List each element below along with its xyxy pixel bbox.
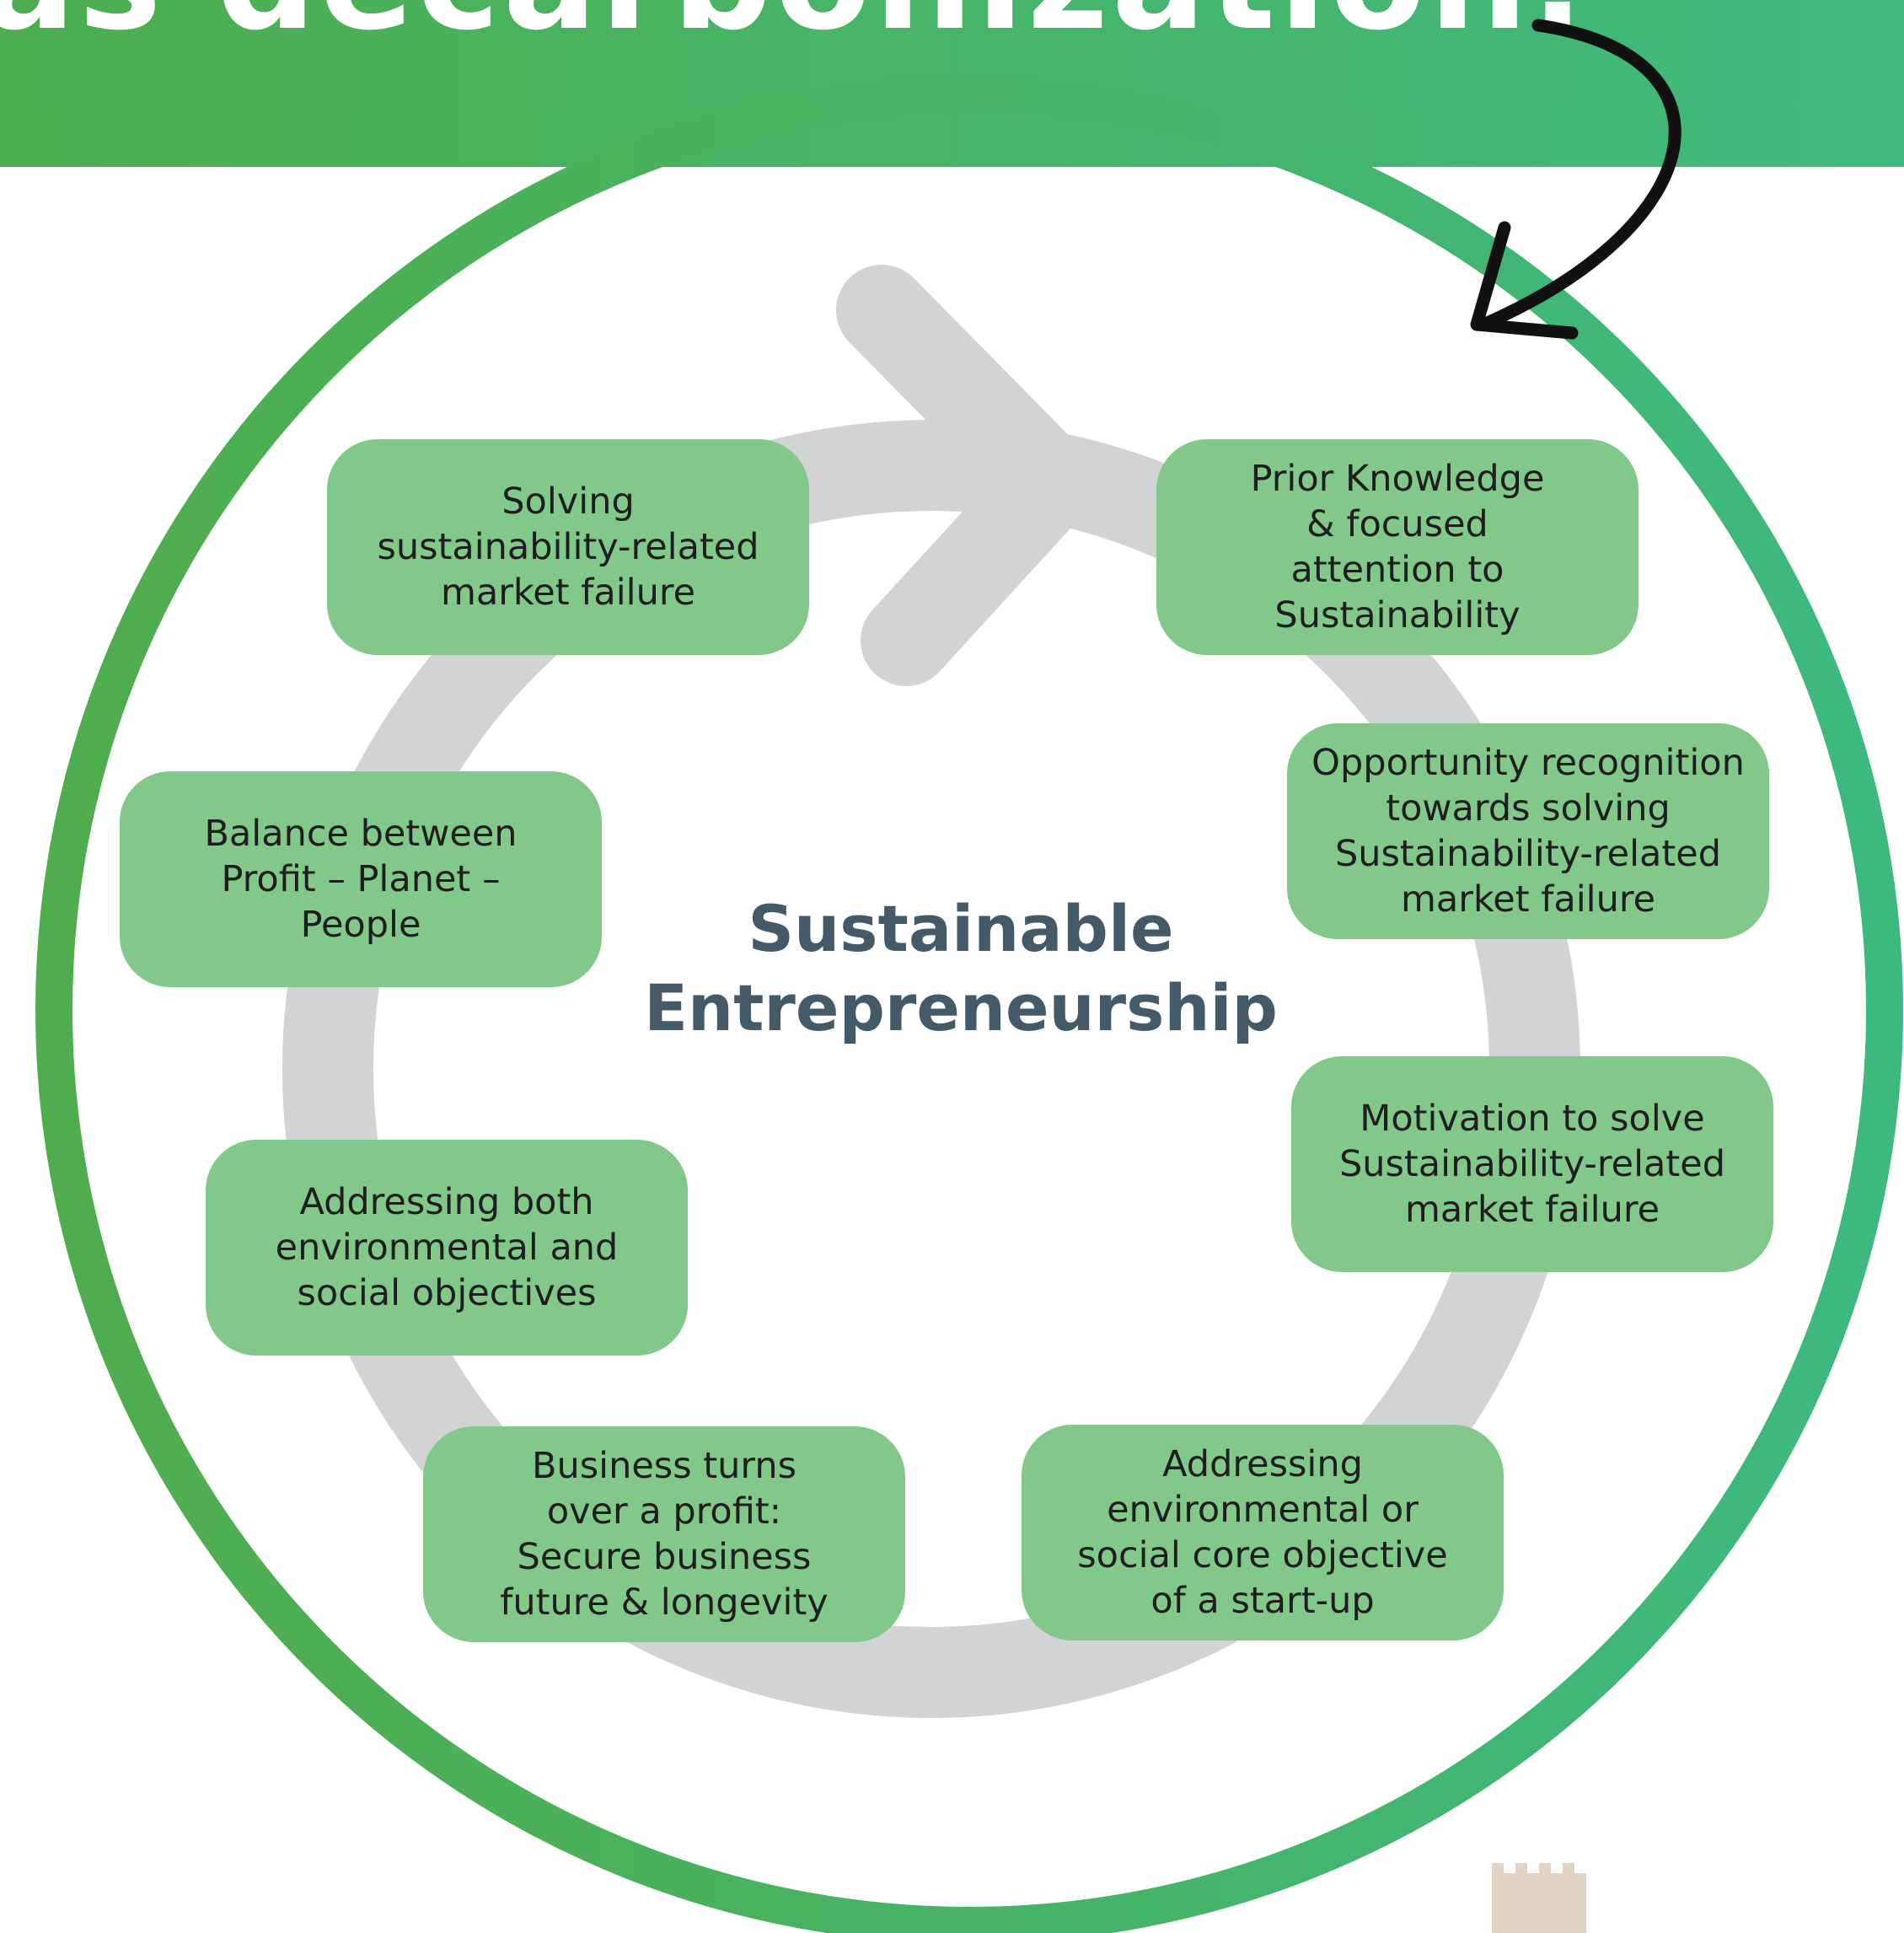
outer-ring xyxy=(35,76,1903,1933)
step-solving-market-failure: Solving sustainability-related market fa… xyxy=(327,439,809,655)
tape-edge xyxy=(1492,1863,1586,1875)
center-title: Sustainable Entrepreneurship xyxy=(644,891,1278,1045)
step-motivation: Motivation to solve Sustainability-relat… xyxy=(1291,1056,1773,1272)
step-label: Motivation to solve Sustainability-relat… xyxy=(1338,1098,1725,1231)
banner-text: as decarbonization. xyxy=(0,0,1587,61)
step-label: Business turns over a profit: Secure bus… xyxy=(500,1445,829,1624)
curved-arrow-icon xyxy=(1470,19,1681,340)
step-label: Balance between Profit – Planet – People xyxy=(204,813,518,946)
step-label: Opportunity recognition towards solving … xyxy=(1311,742,1745,921)
step-prior-knowledge: Prior Knowledge & focused attention to S… xyxy=(1156,439,1639,655)
step-both-objectives: Addressing both environmental and social… xyxy=(206,1140,688,1356)
step-label: Addressing environmental or social core … xyxy=(1077,1443,1448,1622)
step-label: Addressing both environmental and social… xyxy=(275,1181,619,1314)
header-banner: as decarbonization. xyxy=(0,0,1904,167)
step-balance: Balance between Profit – Planet – People xyxy=(120,771,602,987)
paper-tape xyxy=(1492,1873,1586,1933)
step-profit: Business turns over a profit: Secure bus… xyxy=(423,1426,905,1642)
step-core-objective: Addressing environmental or social core … xyxy=(1022,1425,1504,1640)
step-label: Prior Knowledge & focused attention to S… xyxy=(1250,458,1545,636)
step-opportunity-recognition: Opportunity recognition towards solving … xyxy=(1287,723,1769,939)
cycle-arrow-icon xyxy=(836,265,1097,686)
step-label: Solving sustainability-related market fa… xyxy=(377,481,759,614)
